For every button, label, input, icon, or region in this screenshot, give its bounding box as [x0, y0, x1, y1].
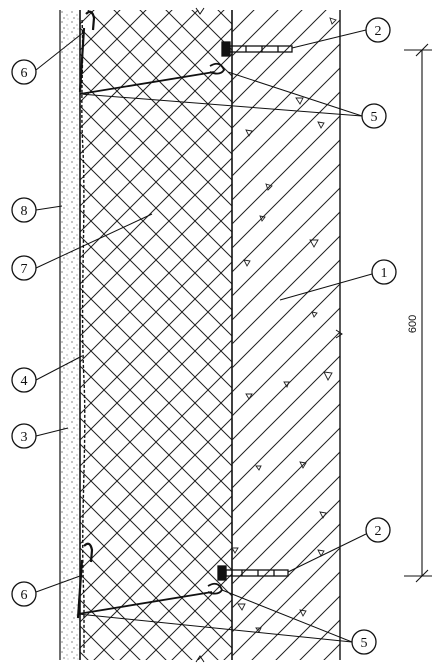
insulation-layer	[80, 10, 232, 660]
callout-8: 8	[11, 197, 37, 223]
callout-6-top: 6	[11, 59, 37, 85]
callout-1: 1	[371, 259, 397, 285]
break-mark-right-mid	[335, 329, 343, 339]
callout-2-top: 2	[365, 17, 391, 43]
callout-label: 6	[21, 588, 28, 603]
leader-lines	[35, 29, 373, 643]
callout-label: 4	[21, 374, 28, 389]
callout-7: 7	[11, 255, 37, 281]
callout-label: 5	[371, 110, 378, 125]
callout-2-bottom: 2	[365, 517, 391, 543]
callout-6-bottom: 6	[11, 581, 37, 607]
concrete-wall	[232, 10, 340, 660]
callout-label: 6	[21, 66, 28, 81]
hook-bottom	[76, 542, 94, 619]
callout-label: 7	[21, 262, 28, 277]
mesh-line	[81, 19, 86, 655]
dimension-600	[404, 43, 432, 583]
callout-label: 5	[361, 636, 368, 651]
callout-5-top: 5	[361, 103, 387, 129]
tie-wire-top	[79, 62, 226, 95]
break-mark-top	[195, 7, 205, 15]
anchor-bolt-bottom	[217, 565, 289, 581]
callout-3: 3	[11, 423, 37, 449]
render-layer	[60, 10, 80, 660]
break-mark-bottom	[195, 655, 205, 663]
aggregate-marks	[231, 17, 337, 633]
callout-label: 1	[381, 266, 388, 281]
callout-4: 4	[11, 367, 37, 393]
hook-top	[78, 10, 96, 93]
callout-5-bottom: 5	[351, 629, 377, 655]
anchor-bolt-top	[221, 41, 293, 57]
callout-label: 2	[375, 524, 382, 539]
callout-label: 2	[375, 24, 382, 39]
callout-label: 8	[21, 204, 28, 219]
dimension-label: 600	[407, 315, 419, 333]
callout-label: 3	[21, 430, 28, 445]
